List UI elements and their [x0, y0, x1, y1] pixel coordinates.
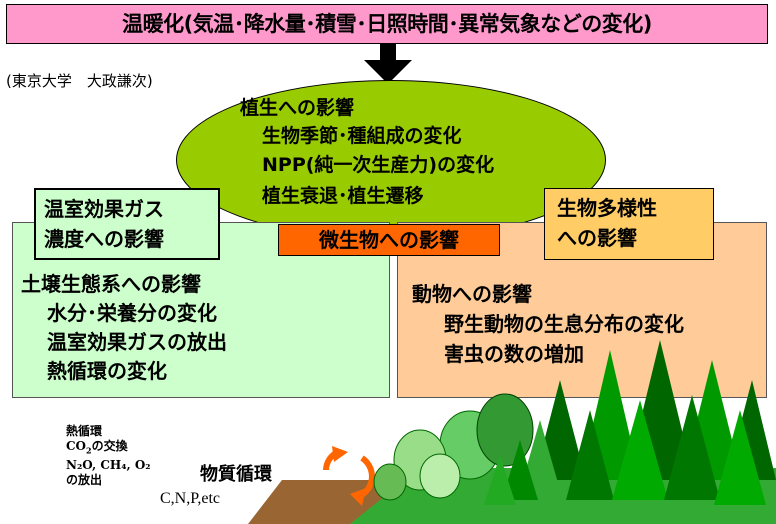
page-title: 温暖化(気温･降水量･積雪･日照時間･異常気象などの変化): [122, 12, 652, 36]
tree-round: [419, 453, 461, 499]
elements-label: C,N,P,etc: [160, 490, 220, 507]
soil-heading: 土壌生態系への影響: [21, 272, 201, 296]
conifer-tree: [520, 420, 560, 490]
ghg-tag-line: 濃度への影響: [44, 227, 164, 251]
biodiversity-tag-line: への影響: [557, 226, 637, 250]
animal-item: 野生動物の生息分布の変化: [444, 312, 684, 336]
exchange-line: の放出: [66, 473, 103, 488]
ghg-tag-line: 温室効果ガス: [44, 197, 164, 221]
microbe-tag: 微生物への影響: [278, 224, 500, 256]
cycle-arrowhead-icon: [332, 446, 348, 462]
vegetation-item: 生物季節･種組成の変化: [262, 125, 462, 147]
animal-heading: 動物への影響: [412, 282, 532, 306]
conifer-tree: [612, 400, 668, 500]
title-banner: 温暖化(気温･降水量･積雪･日照時間･異常気象などの変化): [6, 4, 768, 44]
soil-item: 温室効果ガスの放出: [47, 330, 227, 354]
exchange-label: 熱循環 CO2の交換 N₂O, CH₄, O₂ の放出: [66, 424, 151, 488]
biodiversity-tag: 生物多様性 への影響: [544, 188, 714, 260]
ghg-concentration-tag: 温室効果ガス 濃度への影響: [34, 188, 220, 260]
vegetation-item: NPP(純一次生産力)の変化: [262, 154, 495, 176]
material-cycle-label: 物質循環: [200, 464, 272, 485]
conifer-tree: [566, 410, 614, 500]
down-arrow-icon: [364, 44, 412, 84]
soil-item: 熱循環の変化: [47, 359, 167, 383]
exchange-line: N₂O, CH₄, O₂: [66, 458, 151, 473]
soil-item: 水分･栄養分の変化: [47, 301, 217, 325]
animal-item: 害虫の数の増加: [444, 342, 584, 366]
exchange-line: 熱循環: [66, 424, 103, 438]
vegetation-item: 植生衰退･植生遷移: [262, 185, 424, 207]
conifer-tree: [484, 455, 516, 505]
vegetation-ellipse: [176, 80, 606, 240]
tree-round: [373, 463, 407, 501]
conifer-tree: [714, 410, 766, 505]
cycle-arrowhead-icon: [350, 488, 366, 506]
exchange-line: CO2の交換: [66, 439, 128, 456]
tree-round: [476, 393, 534, 467]
conifer-tree: [502, 440, 538, 500]
vegetation-heading: 植生への影響: [240, 97, 355, 119]
biodiversity-tag-line: 生物多様性: [557, 196, 657, 220]
author-credit: (東京大学 大政謙次): [6, 72, 153, 90]
conifer-tree: [664, 395, 720, 500]
